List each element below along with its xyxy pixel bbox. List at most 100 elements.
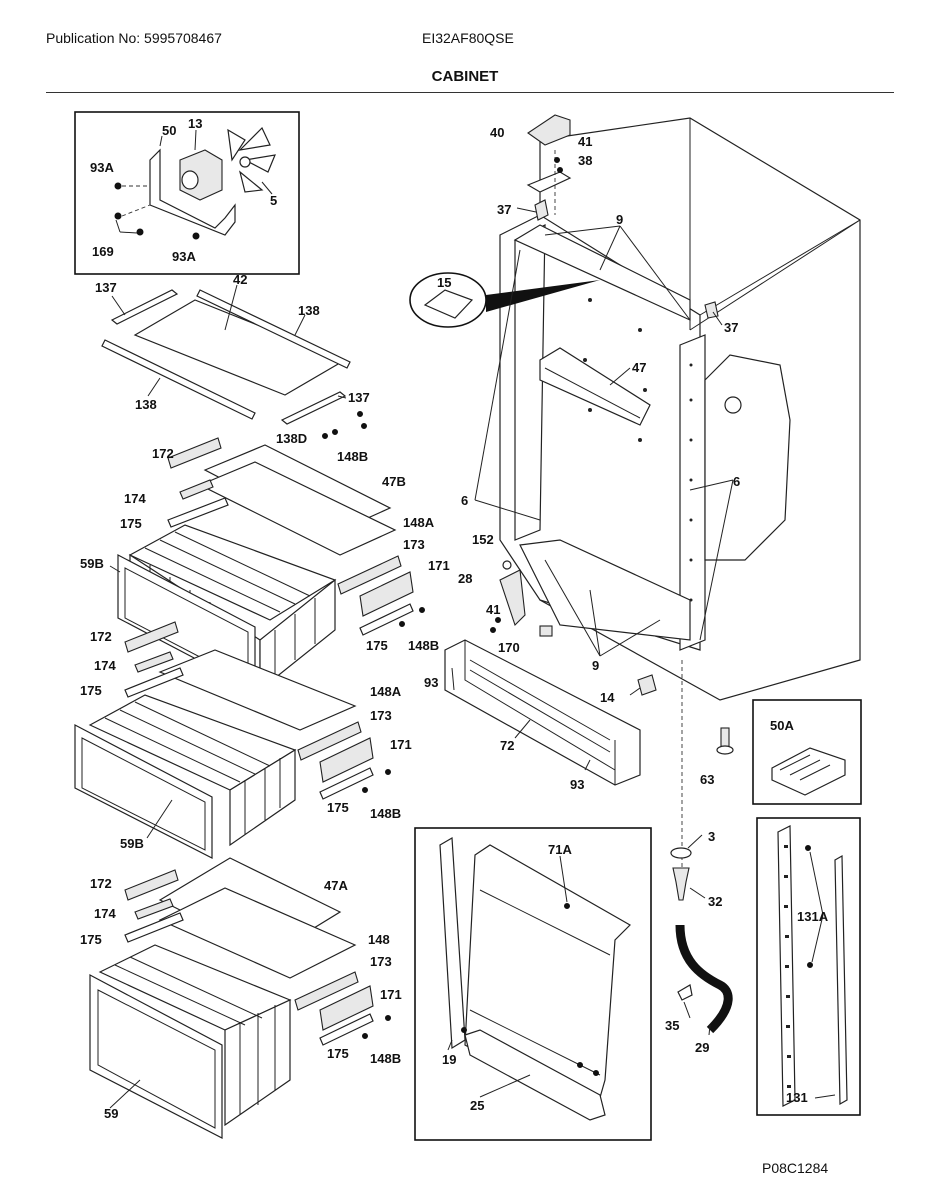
- model-number: EI32AF80QSE: [422, 30, 514, 46]
- slide-174-c: [134, 898, 174, 920]
- callout-13: 13: [188, 116, 202, 131]
- callout-175-a: 175: [120, 516, 142, 531]
- shelf-support-137-right: [280, 391, 347, 425]
- callout-137-top: 137: [95, 280, 117, 295]
- callout-72: 72: [500, 738, 514, 753]
- callout-172-c: 172: [90, 876, 112, 891]
- lower-hinge-28: [499, 569, 526, 627]
- drawer-59-lower: [89, 857, 391, 1139]
- callout-labels: 50 13 93A 5 169 93A 40 41 38 37 9 15 37 …: [80, 116, 829, 1121]
- hinge-38: [526, 171, 572, 193]
- rail-173-b: [297, 721, 362, 761]
- back-panel-inset: [414, 827, 652, 1141]
- slide-174-b: [134, 651, 174, 673]
- drawer-front-59: [89, 974, 223, 1139]
- slide-175-f: [319, 1013, 374, 1046]
- drain-hose-29: [675, 924, 733, 1034]
- slide-rail-172: [167, 437, 222, 469]
- callout-174-c: 174: [94, 906, 116, 921]
- callout-170: 170: [498, 640, 520, 655]
- callout-93-b: 93: [570, 777, 584, 792]
- callout-148b-top: 148B: [337, 449, 368, 464]
- wire-basket-c: [98, 944, 292, 1127]
- tray-50a: [771, 747, 846, 796]
- rail-173: [337, 555, 402, 595]
- screw-93a-lower: [192, 232, 200, 240]
- callout-59b-b: 59B: [120, 836, 144, 851]
- callout-172-b: 172: [90, 629, 112, 644]
- callout-47: 47: [632, 360, 646, 375]
- wire-basket-b: [88, 694, 297, 847]
- callout-137-right: 137: [348, 390, 370, 405]
- fan-blade: [227, 126, 276, 193]
- drawer-59b-middle: [74, 621, 391, 859]
- vertical-strip-131: [834, 854, 848, 1106]
- callout-173-b: 173: [370, 708, 392, 723]
- liner-left-wall: [514, 224, 546, 541]
- callout-148a-b: 148A: [370, 684, 402, 699]
- callout-5: 5: [270, 193, 277, 208]
- header-divider: [46, 92, 894, 93]
- screw-93a: [114, 182, 122, 190]
- callout-93-a: 93: [424, 675, 438, 690]
- callout-63: 63: [700, 772, 714, 787]
- shelf-trim-138-back: [196, 289, 351, 369]
- callout-171-c: 171: [380, 987, 402, 1002]
- callout-47a: 47A: [324, 878, 348, 893]
- callout-131a: 131A: [797, 909, 829, 924]
- slide-175-d: [319, 767, 374, 800]
- callout-138d: 138D: [276, 431, 307, 446]
- fan-motor-inset-frame: [74, 111, 300, 275]
- slide-175-right: [359, 603, 414, 636]
- slide-175-b: [124, 667, 184, 698]
- callout-172-a: 172: [152, 446, 174, 461]
- callout-50a: 50A: [770, 718, 794, 733]
- callout-37-right: 37: [724, 320, 738, 335]
- bracket-171-b: [319, 737, 374, 783]
- cabinet-body: [409, 114, 861, 880]
- callout-29: 29: [695, 1040, 709, 1055]
- inset-50a-frame: [752, 699, 862, 805]
- callout-148: 148: [368, 932, 390, 947]
- callout-148b-c: 148B: [370, 1051, 401, 1066]
- fan-bracket: [149, 148, 236, 236]
- frame-148a-b: [158, 649, 357, 731]
- callout-9-top: 9: [616, 212, 623, 227]
- callout-71a: 71A: [548, 842, 572, 857]
- light-inset-pointer: [486, 280, 600, 312]
- upper-shelf-assembly: [101, 284, 367, 439]
- callout-40: 40: [490, 125, 504, 140]
- frame-148a: [198, 461, 397, 556]
- clamp-35: [677, 984, 693, 1001]
- bottom-trim-25: [464, 1029, 606, 1121]
- callout-47b: 47B: [382, 474, 406, 489]
- callout-59b-a: 59B: [80, 556, 104, 571]
- callout-171-b: 171: [390, 737, 412, 752]
- drain-cap-3: [670, 847, 692, 859]
- figure-reference: P08C1284: [762, 1160, 829, 1176]
- callout-174-b: 174: [94, 658, 116, 673]
- shelf-support-137-left: [110, 289, 179, 325]
- callout-175-c: 175: [80, 683, 102, 698]
- back-panel-inset-frame: [414, 827, 652, 1141]
- screw-169: [114, 212, 144, 236]
- drain-tube-32: [672, 867, 690, 901]
- callout-171-a: 171: [428, 558, 450, 573]
- callout-19: 19: [442, 1052, 456, 1067]
- callout-28: 28: [458, 571, 472, 586]
- cap-37-left: [534, 199, 549, 221]
- callout-50: 50: [162, 123, 176, 138]
- callout-138-back: 138: [298, 303, 320, 318]
- door-gasket-9-bottom: [519, 539, 691, 641]
- door-gasket-9-top: [513, 224, 691, 321]
- switch-14: [637, 674, 657, 696]
- callout-15: 15: [437, 275, 451, 290]
- slide-rail-172-c: [124, 869, 179, 901]
- callout-6-left: 6: [461, 493, 468, 508]
- callout-148b-a: 148B: [408, 638, 439, 653]
- handle-47: [539, 347, 651, 426]
- switch-170: [539, 625, 553, 637]
- callout-131: 131: [786, 1090, 808, 1105]
- callout-93a-lower: 93A: [172, 249, 196, 264]
- callout-148b-b: 148B: [370, 806, 401, 821]
